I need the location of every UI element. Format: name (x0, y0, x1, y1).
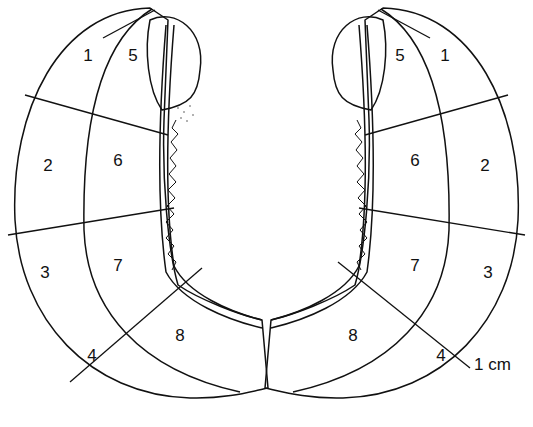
zone-number: 6 (410, 152, 419, 169)
zone-number: 7 (410, 257, 419, 274)
stipple (177, 105, 194, 122)
zone-number: 8 (348, 327, 357, 344)
zone-number: 4 (87, 347, 96, 364)
zone-number: 3 (40, 264, 49, 281)
cut-lines (8, 10, 525, 382)
zone-number: 1 (440, 47, 449, 64)
zone-number: 2 (480, 157, 489, 174)
scale-label: 1 cm (474, 356, 511, 373)
right-section (265, 8, 518, 398)
zone-number: 6 (113, 152, 122, 169)
zone-number: 5 (395, 47, 404, 64)
zone-number: 4 (436, 347, 445, 364)
zone-number: 3 (483, 264, 492, 281)
left-section (15, 8, 268, 398)
zone-number: 5 (128, 47, 137, 64)
zone-number: 7 (113, 257, 122, 274)
zone-number: 2 (43, 157, 52, 174)
zone-number: 1 (83, 47, 92, 64)
zone-number: 8 (175, 327, 184, 344)
